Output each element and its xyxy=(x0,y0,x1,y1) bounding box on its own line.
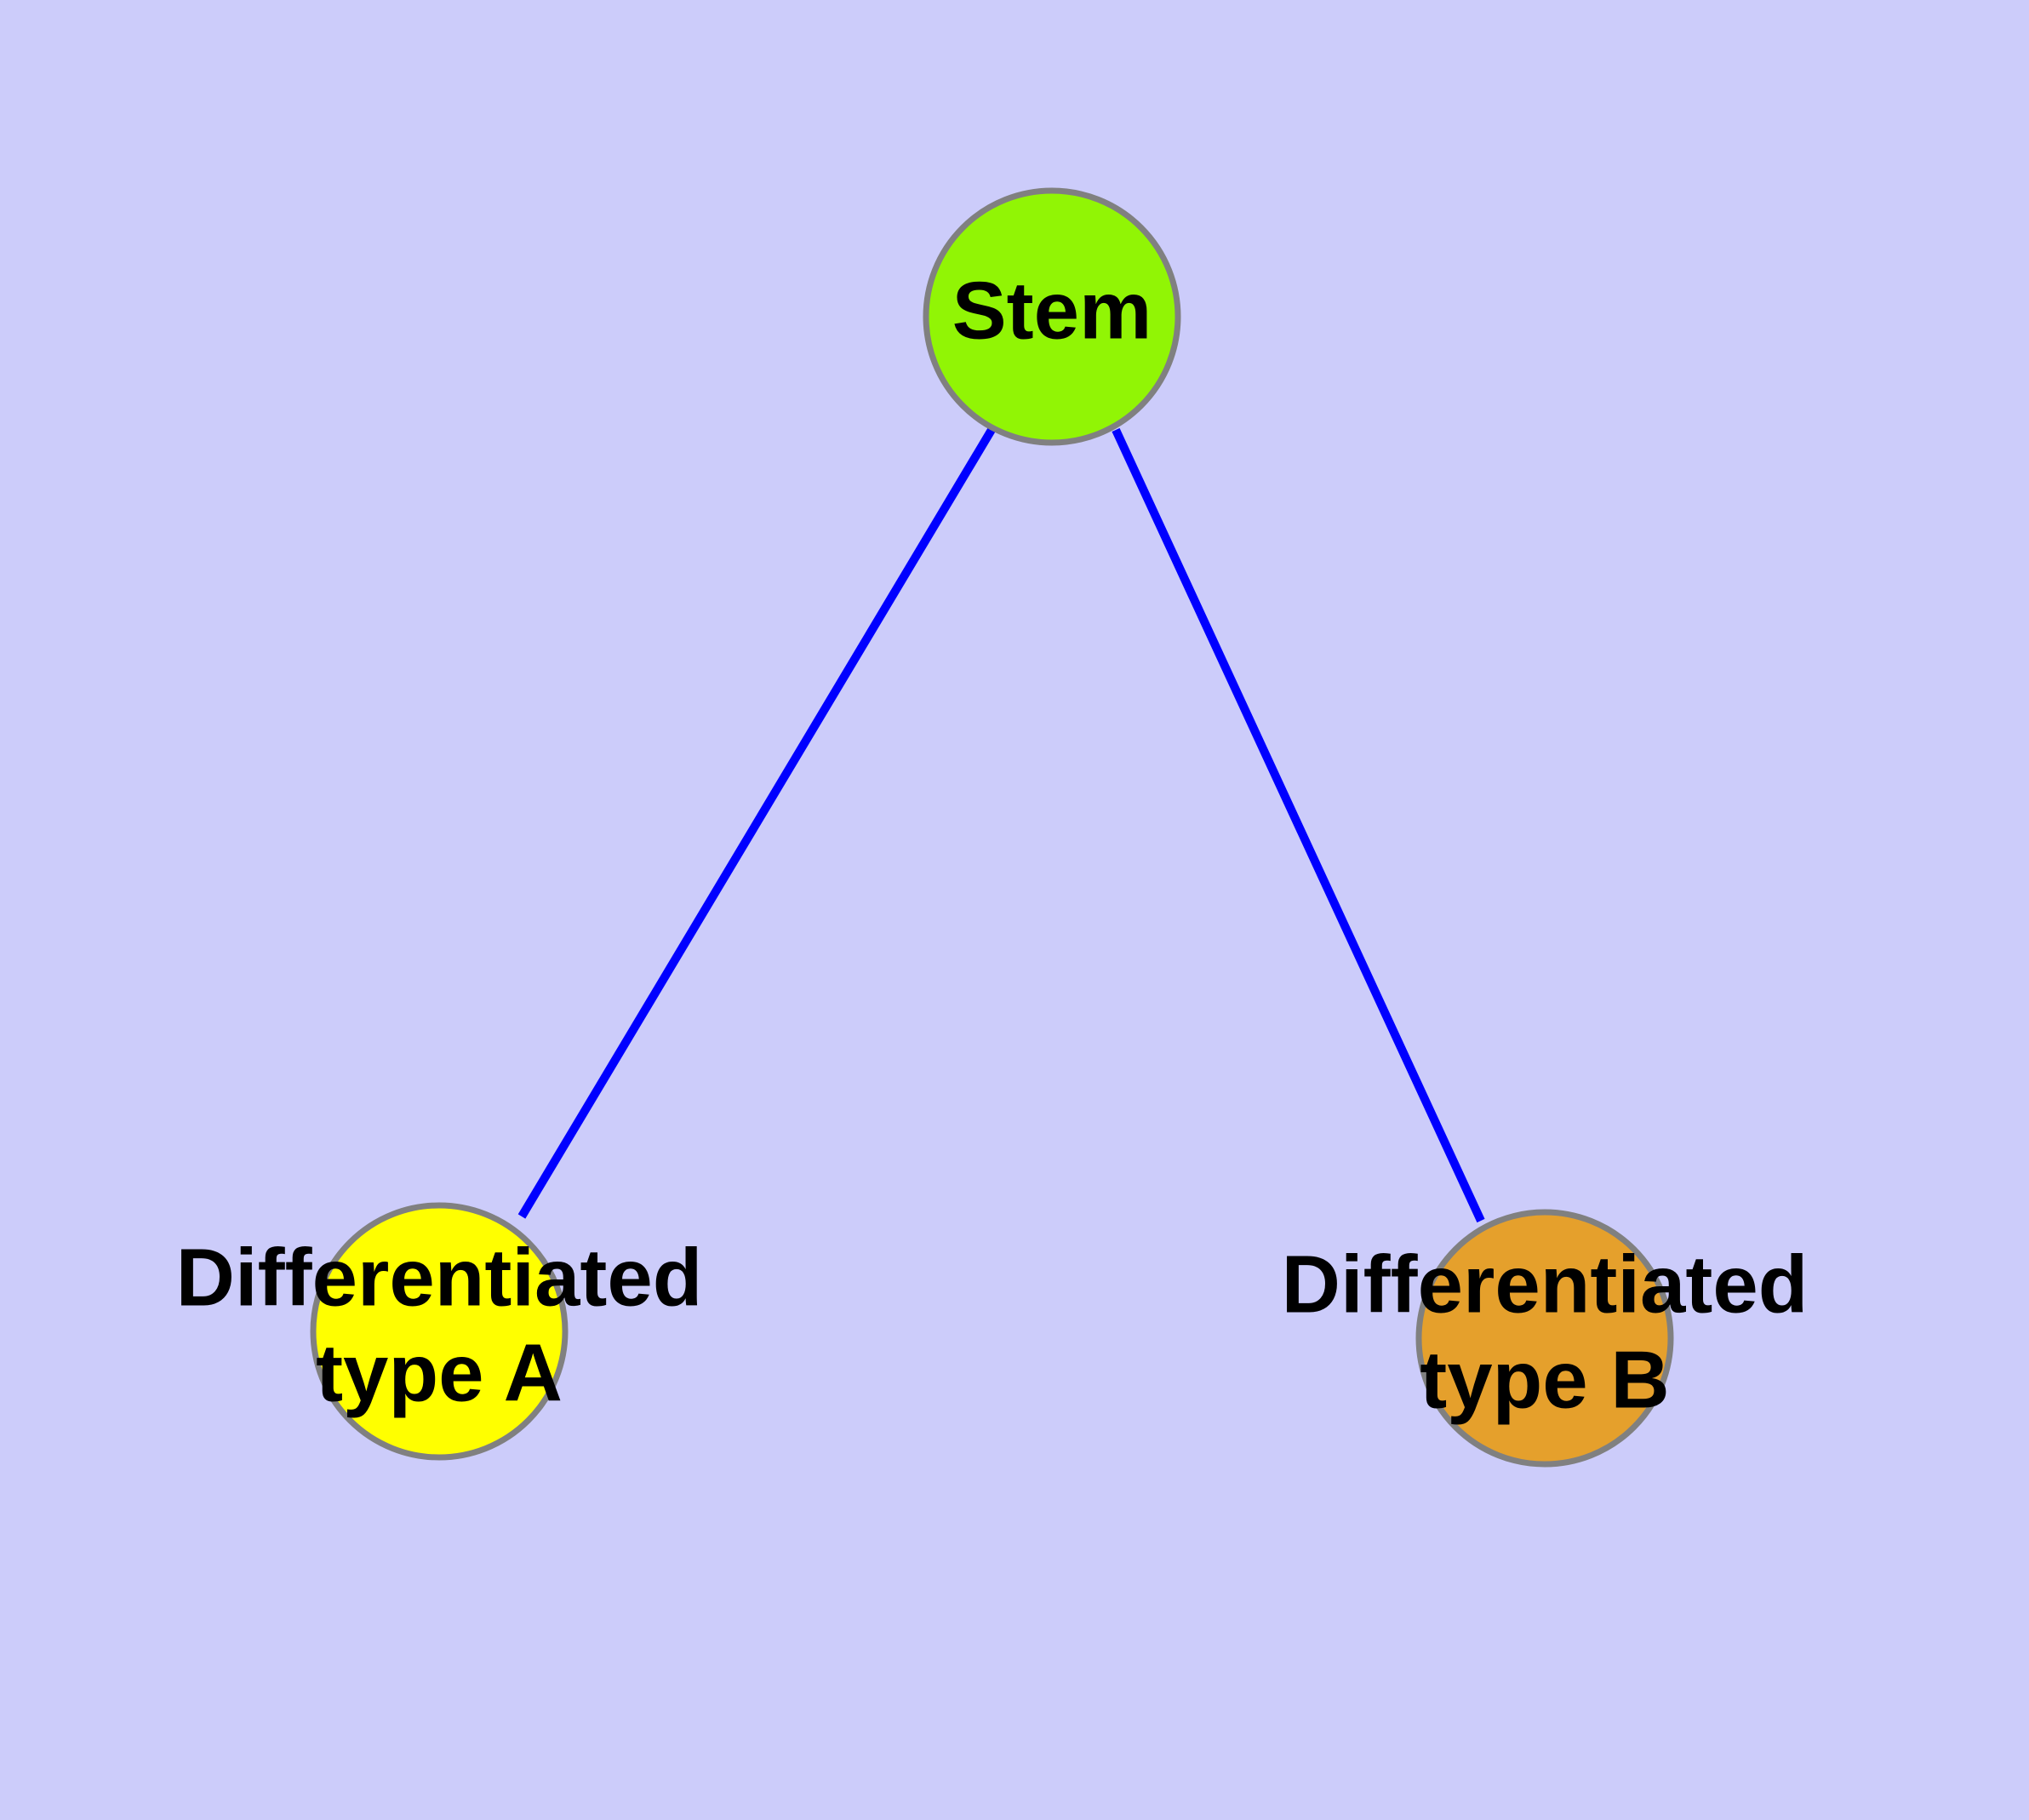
node-differentiated-type-b[interactable]: Differentiated type B xyxy=(1282,1209,1809,1468)
edges-layer xyxy=(517,427,1485,1223)
node-stem-circle[interactable] xyxy=(923,187,1181,446)
edge-stem-to-differentiated-type-b[interactable] xyxy=(1112,427,1485,1223)
node-differentiated-type-a-label-line-2: type A xyxy=(316,1327,563,1418)
node-differentiated-type-b-label-line-1: Differentiated xyxy=(1282,1239,1809,1330)
node-differentiated-type-b-circle[interactable] xyxy=(1415,1209,1674,1468)
node-differentiated-type-a[interactable]: Differentiated type A xyxy=(176,1202,703,1461)
node-differentiated-type-a-label-line-1: Differentiated xyxy=(176,1232,703,1323)
node-stem-label-line-1: Stem xyxy=(952,265,1152,356)
node-stem[interactable]: Stem xyxy=(923,187,1181,446)
node-differentiated-type-b-label-line-2: type B xyxy=(1420,1334,1669,1425)
node-differentiated-type-a-circle[interactable] xyxy=(310,1202,569,1461)
nodes-layer: Stem Differentiated type A Differentiate… xyxy=(176,187,1809,1468)
edge-stem-to-differentiated-type-a[interactable] xyxy=(517,427,996,1219)
